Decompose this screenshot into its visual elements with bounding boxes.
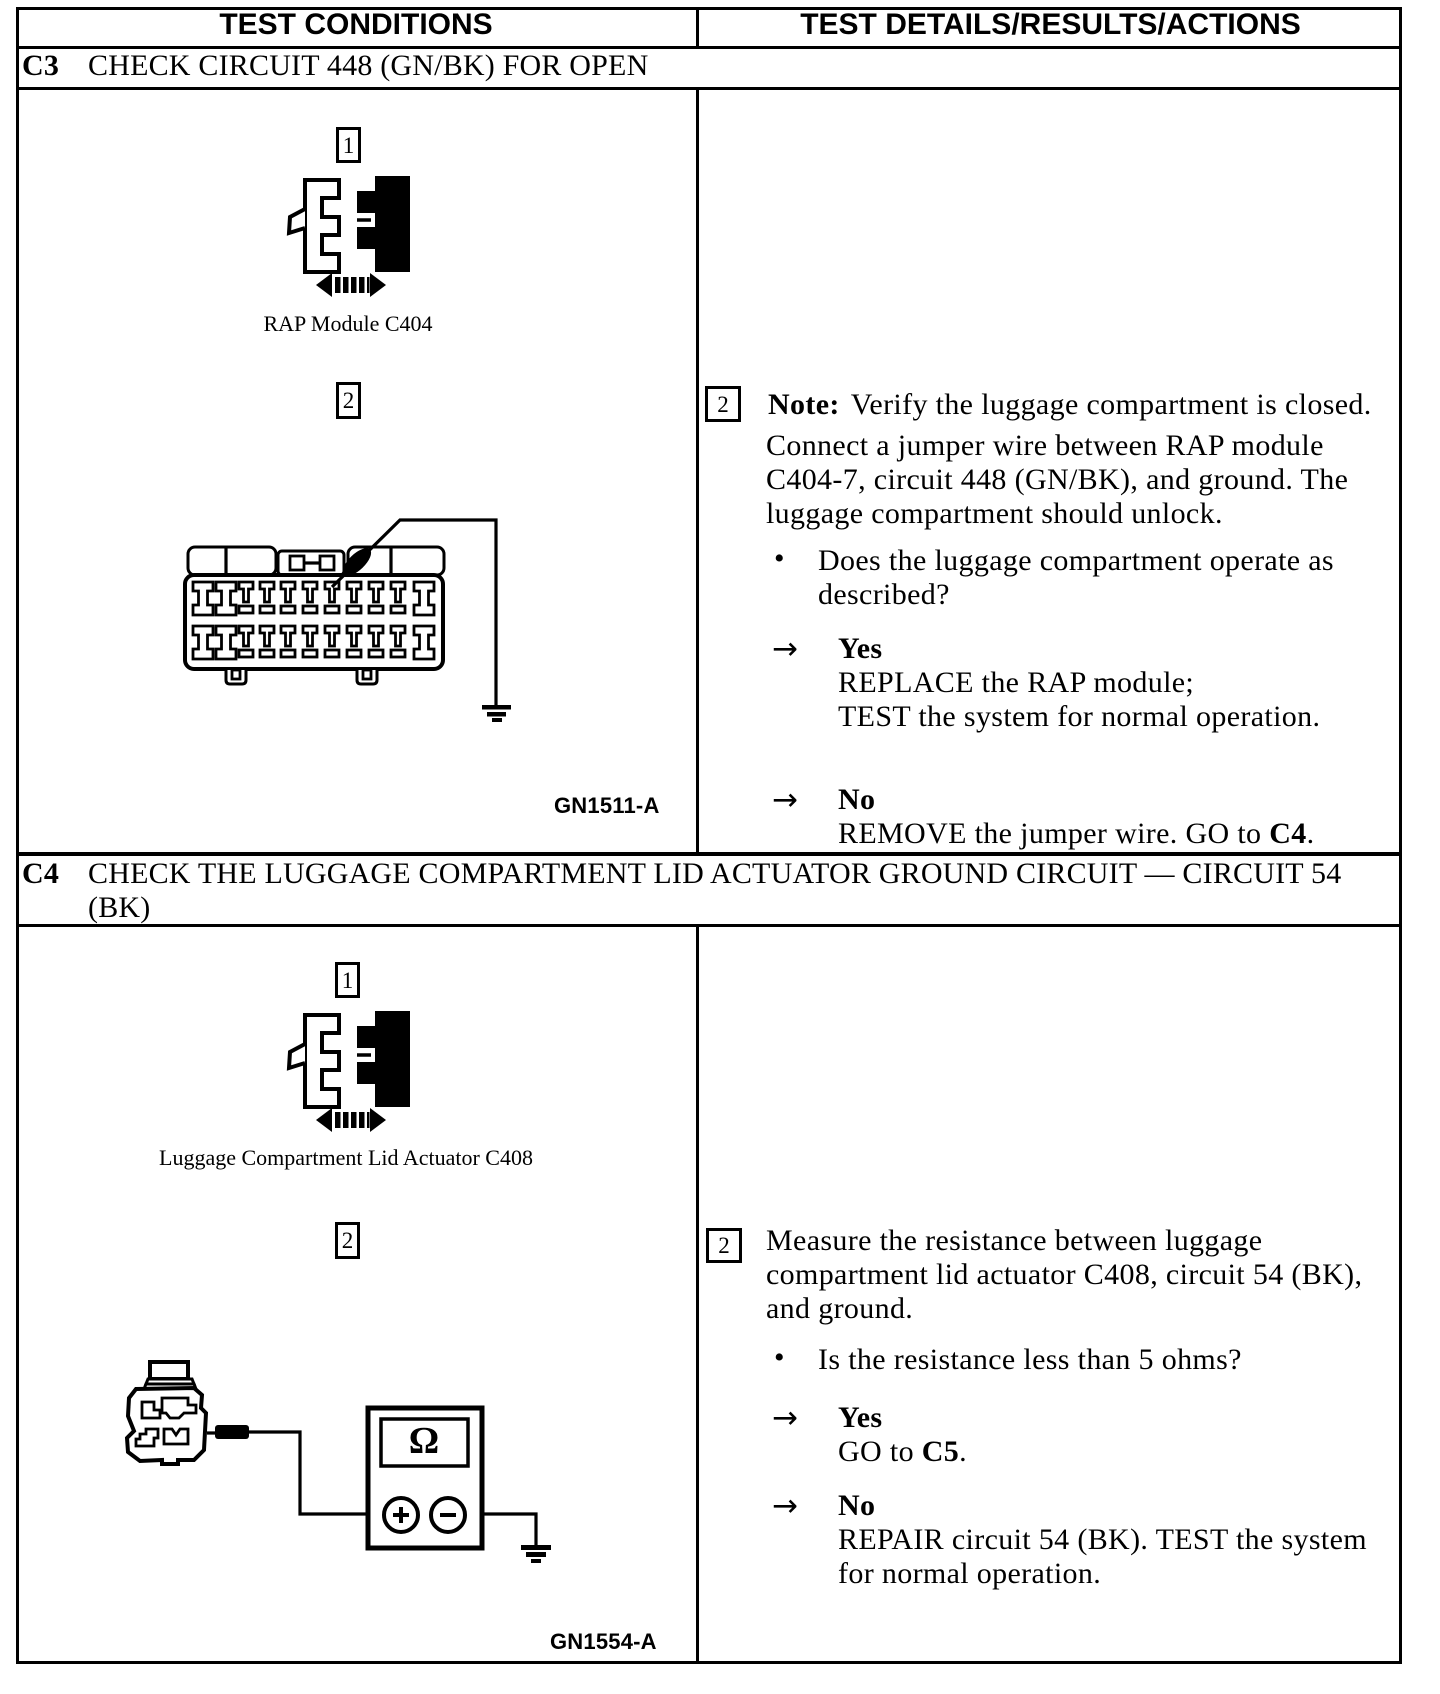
c3-instruction-line-1: Connect a jumper wire between RAP module <box>766 429 1324 462</box>
c4-yes-action: GO to C5. <box>838 1435 967 1468</box>
c3-no-action: REMOVE the jumper wire. GO to C4. <box>838 817 1315 850</box>
c4-instruction-paragraph: Measure the resistance between luggage c… <box>766 1224 1362 1326</box>
c3-step2-number-left: 2 <box>342 388 355 413</box>
c4-yes-arrow-icon: → <box>772 1400 798 1436</box>
ohm-display-symbol: Ω <box>409 1420 439 1462</box>
c4-connector-disconnect-icon <box>286 1011 410 1132</box>
c3-jumper-wire-diagram <box>183 518 511 722</box>
c3-yes-action-line-1: REPLACE the RAP module; <box>838 666 1195 699</box>
c4-step2-marker-right: 2 <box>706 1228 742 1263</box>
c3-yes-arrow-icon: → <box>772 631 798 667</box>
c3-yes-label: Yes <box>838 632 883 665</box>
c3-step-title: CHECK CIRCUIT 448 (GN/BK) FOR OPEN <box>88 49 649 82</box>
c3-step2-number-right: 2 <box>717 391 729 417</box>
c3-question-bullet-icon: • <box>774 542 785 575</box>
c4-yes-label: Yes <box>838 1401 883 1434</box>
c4-question: Is the resistance less than 5 ohms? <box>818 1343 1242 1376</box>
column-header-test-details: TEST DETAILS/RESULTS/ACTIONS <box>800 8 1301 41</box>
c3-step1-number: 1 <box>342 132 355 158</box>
c4-step2-marker-left: 2 <box>335 1222 360 1259</box>
c3-step-id: C3 <box>22 49 60 82</box>
c4-instruction-line-1: Measure the resistance between luggage <box>766 1224 1263 1257</box>
c3-instruction-line-2: C404-7, circuit 448 (GN/BK), and ground.… <box>766 463 1349 496</box>
c3-yes-action-line-2: TEST the system for normal operation. <box>838 700 1321 733</box>
c4-title-bottom-divider <box>19 924 1399 927</box>
c4-title-row: C4 CHECK THE LUGGAGE COMPARTMENT LID ACT… <box>22 857 1392 925</box>
c3-connector-label: RAP Module C404 <box>263 311 433 336</box>
c3-title-row: C3 CHECK CIRCUIT 448 (GN/BK) FOR OPEN <box>22 49 1392 83</box>
c4-step2-number-left: 2 <box>341 1228 354 1253</box>
c3-step2-marker-left: 2 <box>336 382 361 419</box>
c4-step-id: C4 <box>22 857 60 890</box>
c3-connector-disconnect-icon <box>286 176 410 297</box>
c4-step1-marker: 1 <box>335 962 360 998</box>
c3-question: Does the luggage compartment operate as … <box>818 544 1334 612</box>
column-divider-header <box>696 10 699 46</box>
c3-no-label: No <box>838 783 876 816</box>
c4-no-action-line-1: REPAIR circuit 54 (BK). TEST the system <box>838 1523 1367 1556</box>
c3-note-line: Note:Verify the luggage compartment is c… <box>768 388 1372 421</box>
column-divider-c4 <box>696 927 699 1661</box>
c4-title-top-divider <box>19 852 1399 856</box>
c4-question-bullet-icon: • <box>774 1341 785 1374</box>
c4-figure-id: GN1554-A <box>550 1629 657 1654</box>
c4-no-label: No <box>838 1489 876 1522</box>
header-row-divider <box>19 46 1399 49</box>
column-header-test-conditions: TEST CONDITIONS <box>219 8 493 41</box>
c4-connector-label: Luggage Compartment Lid Actuator C408 <box>159 1145 533 1170</box>
c4-ohmmeter-diagram: Ω <box>124 1360 551 1563</box>
c3-no-arrow-icon: → <box>772 782 798 818</box>
column-divider-c3 <box>696 90 699 852</box>
c4-no-arrow-icon: → <box>772 1488 798 1524</box>
c3-instruction-paragraph: Connect a jumper wire between RAP module… <box>766 429 1348 531</box>
c3-question-line-2: described? <box>818 578 950 611</box>
table-border <box>16 7 1402 1664</box>
c3-figure-id: GN1511-A <box>554 793 660 818</box>
c4-no-action-line-2: for normal operation. <box>838 1557 1102 1590</box>
c4-step2-number-right: 2 <box>718 1233 730 1258</box>
c3-instruction-line-3: luggage compartment should unlock. <box>766 497 1223 530</box>
c4-instruction-line-3: and ground. <box>766 1292 914 1325</box>
c4-no-action: REPAIR circuit 54 (BK). TEST the system … <box>838 1523 1367 1591</box>
c4-instruction-line-2: compartment lid actuator C408, circuit 5… <box>766 1258 1363 1291</box>
c4-step-title-line2: (BK) <box>88 891 151 924</box>
c3-step1-marker: 1 <box>336 127 361 163</box>
c4-step1-number: 1 <box>341 967 354 993</box>
c3-yes-action: REPLACE the RAP module; TEST the system … <box>838 666 1320 734</box>
c4-step-title: CHECK THE LUGGAGE COMPARTMENT LID ACTUAT… <box>88 857 1342 890</box>
c3-question-line-1: Does the luggage compartment operate as <box>818 544 1334 577</box>
c3-title-bottom-divider <box>19 87 1399 90</box>
c3-step2-marker-right: 2 <box>705 386 741 422</box>
